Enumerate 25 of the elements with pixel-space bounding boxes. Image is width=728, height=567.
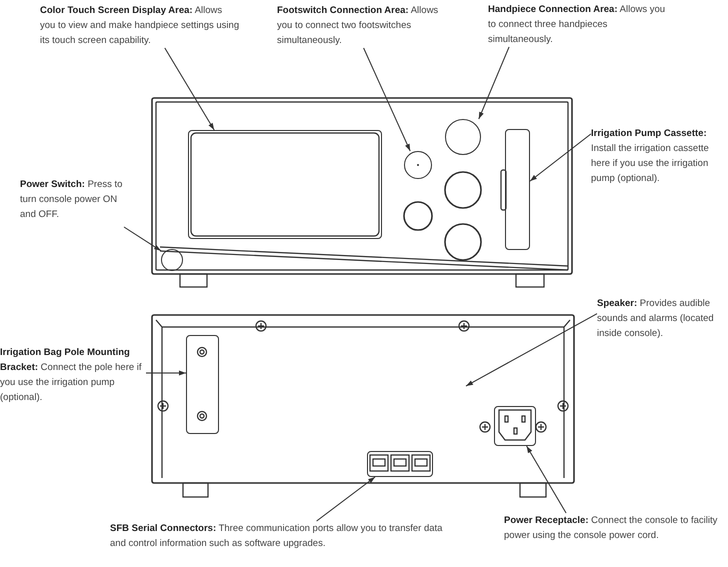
leader-arrow xyxy=(466,313,598,386)
callout-text: Power Receptacle: Connect the console to facility power using the console power cord. xyxy=(504,513,726,543)
power-button xyxy=(161,249,183,271)
callout-text: Color Touch Screen Display Area: Allows you to view and make handpiece settings using its touch screen capability. xyxy=(40,3,240,48)
callout-text: Irrigation Pump Cassette: Install the irrigation cassette here if you use the irrigation pump (optional). xyxy=(591,126,727,186)
footswitch-port xyxy=(404,151,432,179)
callout-text: Speaker: Provides audible sounds and alarms (located inside console). xyxy=(597,296,727,341)
leader-arrow xyxy=(363,48,411,152)
callout-text: Footswitch Connection Area: Allows you to connect two footswitches simultaneously. xyxy=(277,3,447,48)
mounting-bracket xyxy=(186,335,219,434)
callout-text: SFB Serial Connectors: Three communication ports allow you to transfer data and control information such as software upgrades. xyxy=(110,521,450,551)
callout-text: Handpiece Connection Area: Allows you to connect three handpieces simultaneously. xyxy=(488,2,666,47)
callout-text: Power Switch: Press to turn console power ON and OFF. xyxy=(20,177,128,222)
leader-arrow xyxy=(124,226,162,252)
leader-arrow xyxy=(478,46,510,120)
leader-arrow xyxy=(526,446,567,514)
pump-cassette xyxy=(505,129,530,250)
leader-arrow xyxy=(164,48,215,130)
leader-arrow xyxy=(316,476,376,522)
leader-arrow xyxy=(530,133,592,182)
display-screen xyxy=(188,130,382,239)
handpiece-port xyxy=(445,119,481,155)
leader-arrow xyxy=(146,370,186,376)
serial-connectors xyxy=(367,451,433,477)
callout-text: Irrigation Bag Pole Mounting Bracket: Connect the pole here if you use the irrigation pump (optional). xyxy=(0,345,146,405)
